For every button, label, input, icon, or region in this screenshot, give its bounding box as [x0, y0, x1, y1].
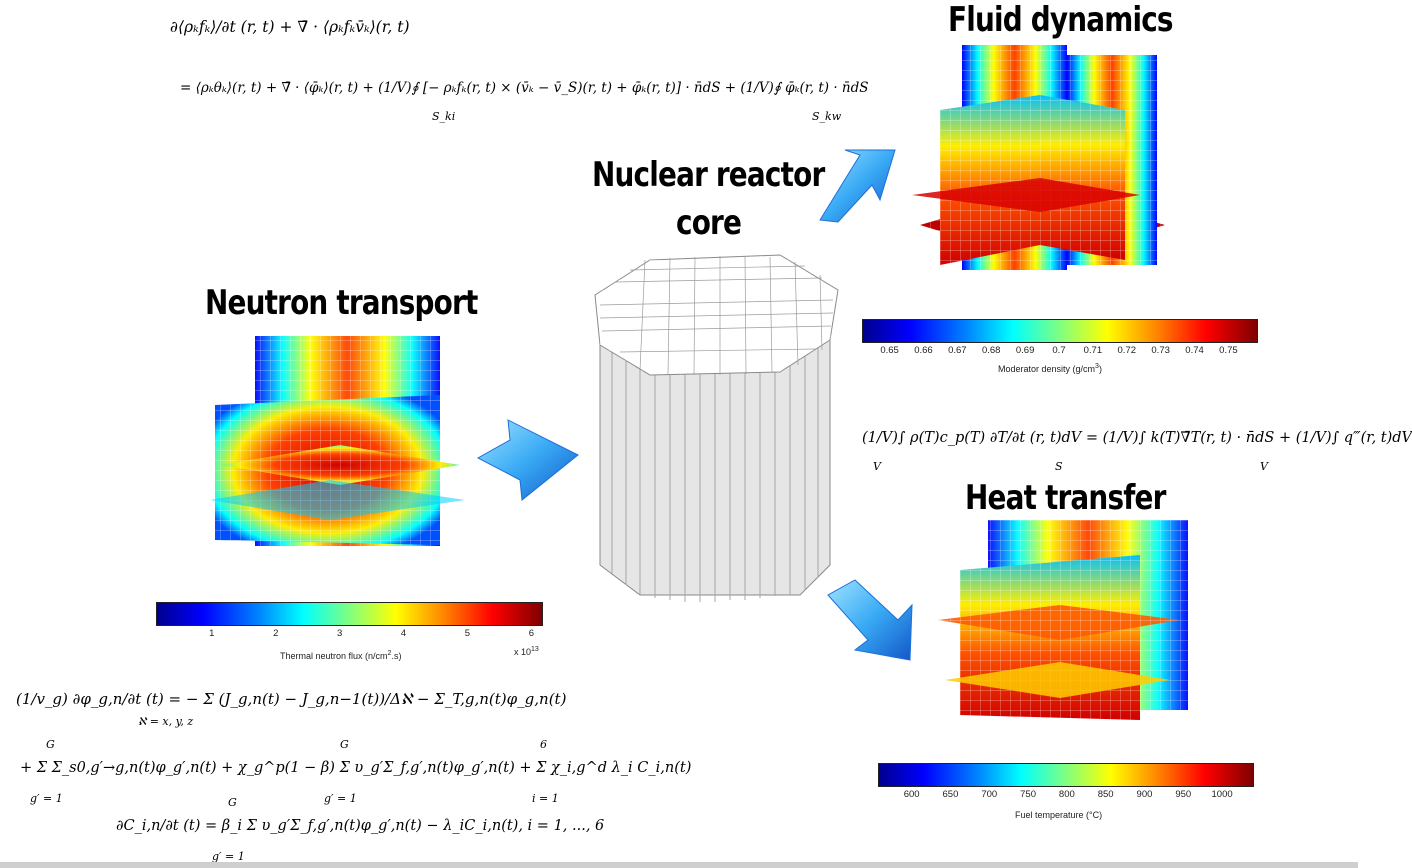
fuel-tick: 1000 — [1211, 789, 1233, 800]
moderator-tick: 0.75 — [1219, 345, 1238, 356]
heat-transfer-plot — [938, 520, 1188, 720]
neutron-equation-sup-g1: G — [46, 738, 55, 751]
fuel-tick: 650 — [942, 789, 959, 800]
arrow-to-neutron-icon — [476, 419, 579, 501]
moderator-label-end: ) — [1098, 364, 1102, 374]
fluid-equation-sub2: S_kw — [812, 110, 842, 123]
thermal-tick: 1 — [209, 628, 215, 639]
fuel-tick: 800 — [1058, 789, 1075, 800]
moderator-tick: 0.7 — [1052, 345, 1066, 356]
moderator-colorbar-gradient — [862, 319, 1258, 343]
neutron-equation-sub-g2: g′ = 1 — [324, 792, 357, 805]
neutron-transport-plot — [210, 336, 465, 546]
moderator-tick: 0.69 — [1015, 345, 1035, 356]
heat-equation-sub-s: S — [1055, 460, 1063, 473]
precursor-equation-sup-g: G — [228, 796, 237, 809]
fuel-colorbar-ticks: 600 650 700 750 800 850 900 950 1000 — [878, 789, 1252, 803]
arrow-to-heat-icon — [827, 579, 913, 661]
fluid-equation-sub1: S_ki — [432, 110, 456, 123]
fuel-tick: 750 — [1020, 789, 1036, 800]
thermal-label-sup: 2 — [387, 650, 392, 657]
heat-equation-sub-v1: V — [873, 460, 881, 473]
arrow-to-fluid-icon — [819, 149, 896, 223]
thermal-colorbar-ticks: 1 2 3 4 5 6 — [156, 628, 541, 642]
neutron-equation-sup-6: 6 — [540, 738, 547, 751]
reactor-core-title-line2: core — [676, 203, 742, 243]
moderator-tick: 0.71 — [1083, 345, 1103, 356]
moderator-colorbar-ticks: 0.65 0.66 0.67 0.68 0.69 0.7 0.71 0.72 0.73 0.74 0… — [862, 345, 1256, 359]
fuel-colorbar-gradient — [878, 763, 1254, 787]
fuel-colorbar-label: Fuel temperature (°C) — [1015, 810, 1103, 820]
reactor-core-title-line1: Nuclear reactor — [592, 155, 825, 195]
neutron-transport-title: Neutron transport — [205, 283, 478, 323]
neutron-equation-sub-g1: g′ = 1 — [30, 792, 63, 805]
thermal-tick: 6 — [528, 628, 535, 639]
moderator-label-text: Moderator density (g/cm — [998, 364, 1096, 374]
diagram-graphics — [210, 45, 1188, 720]
thermal-tick: 4 — [400, 628, 407, 639]
precursor-equation-sub: g′ = 1 — [212, 850, 245, 863]
moderator-label-sup: 3 — [1095, 363, 1099, 370]
precursor-equation: ∂C_i,n/∂t (t) = β_i Σ υ_g′Σ_f,g′,n(t)φ_g… — [116, 818, 605, 834]
fuel-tick: 700 — [981, 789, 998, 800]
heat-transfer-title: Heat transfer — [965, 478, 1166, 518]
fluid-dynamics-plot — [912, 45, 1165, 270]
moderator-tick: 0.68 — [981, 345, 1001, 356]
neutron-equation-sub-i: i = 1 — [532, 792, 559, 805]
thermal-colorbar-gradient — [156, 602, 543, 626]
fuel-tick: 950 — [1175, 789, 1192, 800]
thermal-tick: 3 — [336, 628, 343, 639]
heat-equation: (1/V)∫ ρ(T)c_p(T) ∂T/∂t (r, t)dV = (1/V)… — [862, 430, 1412, 446]
thermal-multiplier-exp: 13 — [531, 646, 539, 653]
moderator-tick: 0.73 — [1151, 345, 1170, 356]
neutron-equation-line1: (1/v_g) ∂φ_g,n/∂t (t) = − Σ (J_g,n(t) − … — [16, 690, 567, 708]
heat-equation-sub-v2: V — [1260, 460, 1268, 473]
fuel-tick: 850 — [1097, 789, 1114, 800]
moderator-tick: 0.67 — [948, 345, 967, 356]
fuel-tick: 900 — [1136, 789, 1153, 800]
thermal-colorbar-multiplier: x 1013 — [514, 646, 539, 657]
moderator-tick: 0.65 — [880, 345, 899, 356]
moderator-tick: 0.66 — [914, 345, 933, 356]
moderator-colorbar-label: Moderator density (g/cm3) — [998, 363, 1102, 374]
thermal-tick: 2 — [273, 628, 279, 639]
reactor-core-drawing — [594, 254, 839, 602]
fluid-equation-line1: ∂⟨ρₖfₖ⟩/∂t (r, t) + ∇̄ · ⟨ρₖfₖv̄ₖ⟩(r, t) — [170, 18, 410, 36]
thermal-multiplier-text: x 10 — [514, 647, 532, 657]
thermal-label-text: Thermal neutron flux (n/cm — [280, 651, 388, 661]
window-bottom-bar — [0, 862, 1358, 868]
thermal-label-end: .s) — [391, 651, 402, 661]
thermal-tick: 5 — [464, 628, 471, 639]
fluid-equation-line2: = ⟨ρₖθₖ⟩(r, t) + ∇̄ · ⟨φ̄ₖ⟩(r, t) + (1/V… — [180, 80, 869, 96]
thermal-colorbar-label: Thermal neutron flux (n/cm2.s) — [280, 650, 401, 661]
neutron-equation-sup-g2: G — [340, 738, 349, 751]
fluid-dynamics-title: Fluid dynamics — [948, 0, 1174, 40]
moderator-tick: 0.72 — [1117, 345, 1137, 356]
neutron-equation-line2: + Σ Σ_s0,g′→g,n(t)φ_g′,n(t) + χ_g^p(1 − … — [20, 760, 692, 776]
moderator-tick: 0.74 — [1185, 345, 1204, 356]
neutron-equation-sum-sub: ℵ = x, y, z — [138, 715, 194, 728]
fuel-tick: 600 — [903, 789, 920, 800]
